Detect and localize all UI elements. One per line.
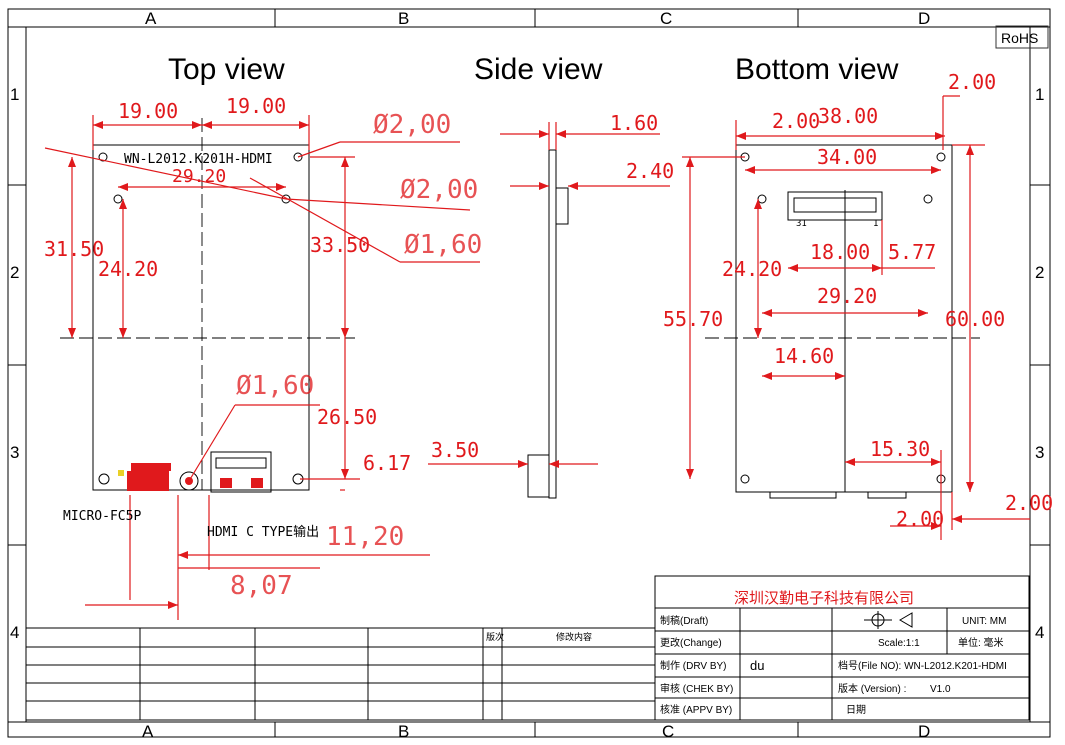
dim-bottom-width: 38.00 — [818, 104, 878, 128]
change-label: 更改(Change) — [660, 636, 722, 649]
pin-label-right: 1 — [873, 219, 878, 229]
top-view-dimension-lines — [44, 115, 480, 620]
date-label: 日期 — [846, 704, 866, 716]
col-label-a: A — [145, 9, 157, 28]
dim-bottom-edge-b: 2.00 — [896, 507, 944, 531]
file-no: 档号(File NO): WN-L2012.K201-HDMI — [838, 659, 1007, 672]
dim-bottom-center-off: 14.60 — [774, 344, 834, 368]
row-label-1: 1 — [10, 85, 19, 104]
micro-usb-label: MICRO-FC5P — [63, 509, 141, 524]
row-label-4-right: 4 — [1035, 623, 1044, 642]
revision-col-2: 修改内容 — [556, 631, 592, 642]
title-block-lines — [25, 575, 1030, 721]
col-label-b: B — [398, 9, 409, 28]
dim-top-dia-2: Ø2,00 — [400, 175, 478, 205]
row-label-2: 2 — [10, 263, 19, 282]
row-label-4: 4 — [10, 623, 19, 642]
top-view-outline — [60, 118, 355, 493]
dim-top-w2: 19.00 — [226, 94, 286, 118]
col-label-c-bottom: C — [662, 722, 674, 741]
dim-bottom-height: 55.70 — [663, 307, 723, 331]
dim-bottom-conn-w: 18.00 — [810, 240, 870, 264]
row-label-3: 3 — [10, 443, 19, 462]
revision-col-1: 版次 — [486, 631, 504, 642]
row-label-3-right: 3 — [1035, 443, 1044, 462]
col-label-d: D — [918, 9, 930, 28]
dim-top-x8: 8,07 — [230, 571, 293, 601]
dim-bottom-right-margin: 2.00 — [948, 70, 996, 94]
version-value: V1.0 — [930, 684, 951, 695]
unit-label: UNIT: MM — [962, 616, 1006, 627]
dim-side-thick: 1.60 — [610, 111, 658, 135]
company-name: 深圳汉勤电子科技有限公司 — [734, 589, 914, 607]
dim-bottom-bottom-off: 15.30 — [870, 437, 930, 461]
sheet-frame — [7, 8, 1051, 738]
bottom-view-title: Bottom view — [735, 53, 899, 86]
drawn-by-name: du — [750, 658, 764, 673]
top-model-label: WN-L2012.K201H-HDMI — [124, 152, 273, 167]
approved-by-label: 核准 (APPV BY) — [660, 703, 732, 716]
dim-bottom-hole-span-top: 34.00 — [817, 145, 877, 169]
dim-top-h-right: 33.50 — [310, 233, 370, 257]
dim-bottom-conn-off: 5.77 — [888, 240, 936, 264]
draft-label: 制稿(Draft) — [660, 614, 708, 627]
hdmi-label: HDMI C TYPE输出 — [207, 524, 319, 540]
pin-label-left: 31 — [796, 219, 807, 229]
dim-bottom-hole-span-mid: 29.20 — [817, 284, 877, 308]
dim-top-hole-span: 29.20 — [172, 166, 226, 187]
side-view-title: Side view — [474, 53, 603, 86]
drawn-by-label: 制作 (DRV BY) — [660, 659, 727, 672]
dim-bottom-edge-r: 2.00 — [1005, 491, 1053, 515]
unit-cn-label: 单位: 毫米 — [958, 636, 1004, 649]
dim-bottom-h-inner: 24.20 — [722, 257, 782, 281]
dim-top-dia-4: Ø1,60 — [236, 371, 314, 401]
dim-top-dia-3: Ø1,60 — [404, 230, 482, 260]
dim-top-h-inner: 24.20 — [98, 257, 158, 281]
bottom-view-outline — [705, 144, 980, 499]
bottom-view-dimension-lines — [682, 95, 1030, 540]
dim-top-h-lower: 26.50 — [317, 405, 377, 429]
rohs-label: RoHS — [1001, 30, 1038, 46]
version-label: 版本 (Version) : — [838, 682, 906, 695]
col-label-b-bottom: B — [398, 722, 409, 741]
dim-bottom-left-margin: 2.00 — [772, 109, 820, 133]
rohs-box — [995, 25, 1049, 49]
dim-top-x11: 11,20 — [326, 522, 404, 552]
col-label-c: C — [660, 9, 672, 28]
dim-top-w1: 19.00 — [118, 99, 178, 123]
dim-top-offset: 6.17 — [363, 451, 411, 475]
dim-side-conn: 3.50 — [431, 438, 479, 462]
dim-bottom-total-h: 60.00 — [945, 307, 1005, 331]
col-label-d-bottom: D — [918, 722, 930, 741]
side-view-dimension-lines — [428, 122, 670, 468]
dim-top-dia-1: Ø2,00 — [373, 110, 451, 140]
side-view-outline — [527, 149, 569, 499]
scale-label: Scale:1:1 — [878, 638, 920, 649]
top-view-title: Top view — [168, 53, 285, 86]
checked-by-label: 审核 (CHEK BY) — [660, 682, 733, 695]
row-label-2-right: 2 — [1035, 263, 1044, 282]
col-label-a-bottom: A — [142, 722, 154, 741]
dim-side-step: 2.40 — [626, 159, 674, 183]
row-label-1-right: 1 — [1035, 85, 1044, 104]
dim-top-h-left: 31.50 — [44, 237, 104, 261]
